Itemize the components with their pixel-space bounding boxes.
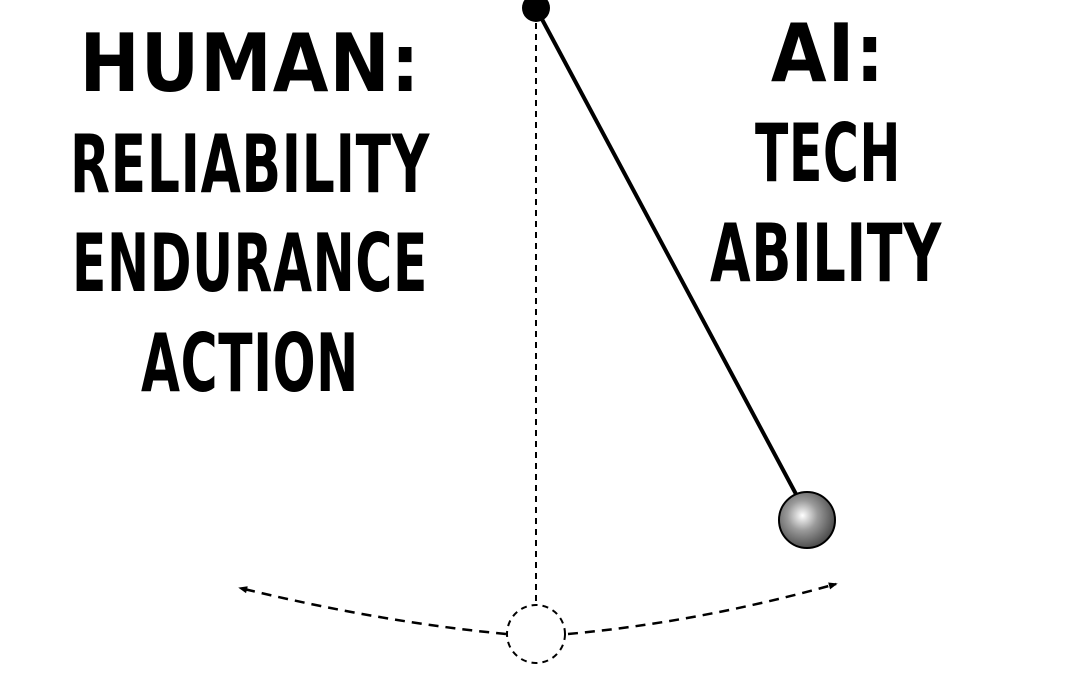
rest-position-circle <box>506 604 566 664</box>
pendulum-string <box>534 7 799 497</box>
ai-trait-ability: ABILITY <box>710 207 942 300</box>
ai-trait-tech: TECH <box>755 107 901 200</box>
human-trait-action: ACTION <box>141 317 359 410</box>
pendulum-pivot <box>522 0 550 22</box>
human-heading: HUMAN: <box>79 17 420 110</box>
swing-arc-right-arrow <box>567 582 838 636</box>
human-text-block: HUMAN: RELIABILITY ENDURANCE ACTION <box>70 17 430 410</box>
human-trait-reliability: RELIABILITY <box>70 118 430 211</box>
ai-text-block: AI: TECH ABILITY <box>710 7 942 300</box>
swing-arc-left-arrow <box>238 586 507 636</box>
human-trait-endurance: ENDURANCE <box>72 217 428 310</box>
ai-heading: AI: <box>771 7 885 100</box>
pendulum-bob <box>778 491 836 549</box>
